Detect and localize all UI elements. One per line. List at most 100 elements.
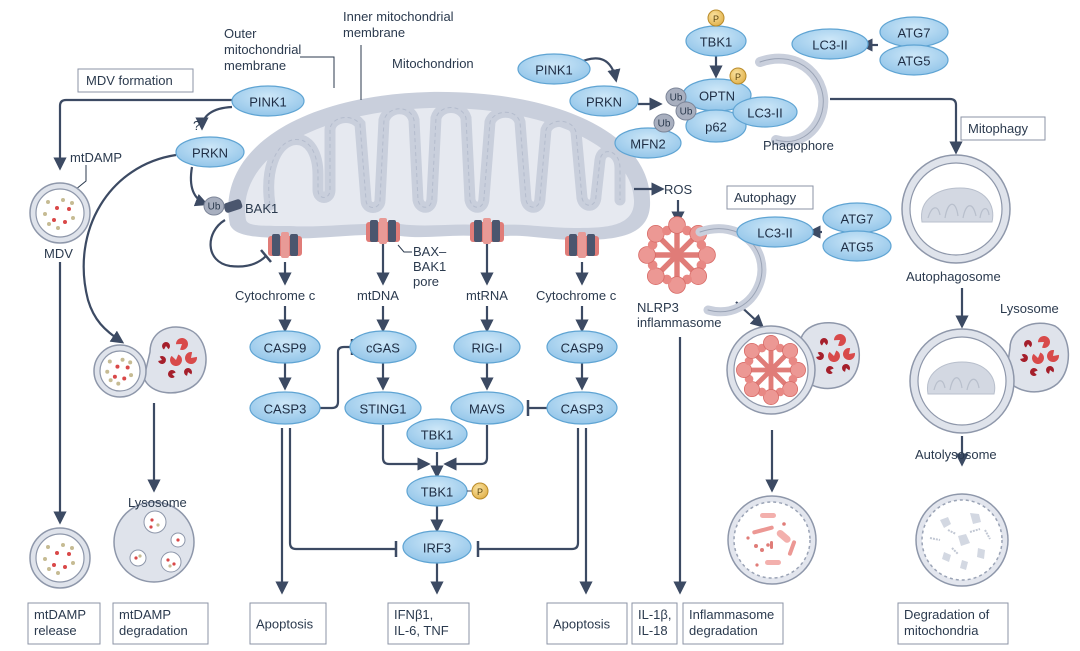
protein-atg5-top: ATG5	[879, 44, 949, 76]
protein-label: CASP3	[264, 402, 307, 417]
protein-pink1-top: PINK1	[517, 53, 591, 85]
autophagosome-label: Autophagosome	[906, 269, 1001, 284]
outcome-box: Apoptosis	[546, 602, 628, 645]
outcome-label: mtDAMP	[34, 607, 86, 622]
outcome-label: degradation	[689, 623, 758, 638]
outcome-box: Apoptosis	[249, 602, 327, 645]
outcome-label: Apoptosis	[553, 617, 611, 632]
arrow-mavs-merge	[443, 425, 489, 471]
protein-label: TBK1	[421, 428, 454, 443]
mtdamp-particles	[43, 543, 75, 575]
protein-label: PINK1	[249, 95, 287, 110]
protein-label: OPTN	[699, 89, 735, 104]
protein-mfn2: MFN2	[614, 127, 682, 159]
degraded-mitochondria	[915, 493, 1009, 587]
lysosomal-enzymes	[816, 334, 855, 374]
autolysosome-label: Autolysosome	[915, 447, 997, 462]
mdv-label: MDV	[44, 246, 73, 261]
protein-label: ATG5	[841, 240, 874, 255]
autophagosome	[901, 154, 1011, 264]
protein-label: STING1	[360, 402, 407, 417]
mdv-lysosome-fusion	[93, 326, 207, 398]
pore-4	[565, 232, 599, 258]
pore-1	[268, 232, 302, 258]
nlrp3-inflammasome-icon	[736, 335, 806, 405]
protein-label: LC3-II	[747, 106, 782, 121]
arrow-phagophore-autophagosome	[830, 97, 963, 155]
protein-tbk1-p: TBK1	[406, 475, 468, 507]
cytochrome-c-left-label: Cytochrome c	[235, 288, 316, 303]
phospho-icon: P	[729, 67, 747, 85]
ros-label: ROS	[664, 182, 693, 197]
protein-casp3-right: CASP3	[546, 391, 618, 425]
cytochrome-c-right-label: Cytochrome c	[536, 288, 617, 303]
protein-label: PINK1	[535, 63, 573, 78]
arrow-prkn-to-ub	[189, 166, 209, 207]
ubiquitin-icon: Ub	[653, 113, 675, 133]
question-mark: ?	[193, 118, 200, 133]
pore-label-2: BAK1	[413, 259, 446, 274]
svg-text:Ub: Ub	[680, 107, 693, 118]
mdv-formation-box: MDV formation	[77, 68, 194, 93]
mdv-vesicle	[29, 182, 91, 244]
protein-lc3-mid: LC3-II	[736, 216, 814, 248]
svg-text:Ub: Ub	[658, 119, 671, 130]
protein-casp3-left: CASP3	[249, 391, 321, 425]
mitochondrion-label: Mitochondrion	[392, 56, 474, 71]
protein-label: MAVS	[469, 402, 505, 417]
bak1-label: BAK1	[245, 201, 278, 216]
mtrna-label: mtRNA	[466, 288, 508, 303]
inhibit-casp3-irf3-left	[288, 428, 396, 551]
outcome-label: IL-6, TNF	[394, 623, 449, 638]
protein-label: ATG7	[841, 212, 874, 227]
inner-membrane-label-1: Inner mitochondrial	[343, 9, 454, 24]
pore-label-3: pore	[413, 274, 439, 289]
inflammasome-autolysosome	[726, 322, 861, 415]
pore-2	[366, 218, 400, 244]
lysosomal-enzymes	[1020, 336, 1060, 376]
lysosome-left	[113, 501, 195, 583]
protein-label: TBK1	[421, 485, 454, 500]
protein-sting1: STING1	[344, 391, 422, 425]
phagophore-label: Phagophore	[763, 138, 834, 153]
protein-rigi: RIG-I	[453, 330, 521, 364]
outcome-label: IL-1β,	[638, 607, 672, 622]
protein-atg7-top: ATG7	[879, 16, 949, 48]
protein-atg5-mid: ATG5	[822, 230, 892, 262]
arrow-pink1-to-mdv	[53, 98, 232, 171]
svg-text:Ub: Ub	[208, 202, 221, 213]
outcome-box: IFNβ1,IL-6, TNF	[387, 602, 470, 645]
outcome-label: mitochondria	[904, 623, 979, 638]
inflammasome-degraded	[727, 495, 817, 585]
inhibit-bar-bak1	[260, 249, 272, 263]
mtdamp-particles	[134, 518, 180, 568]
outcome-label: Inflammasome	[689, 607, 774, 622]
mtdamp-particles	[43, 198, 75, 230]
outcome-label: Apoptosis	[256, 617, 314, 632]
phospho-icon: P	[467, 482, 489, 500]
autophagy-box: Autophagy	[726, 185, 814, 210]
ubiquitin-icon: Ub	[665, 87, 687, 107]
pore-leader	[397, 244, 412, 253]
protein-label: cGAS	[366, 341, 400, 356]
protein-lc3-top-a: LC3-II	[791, 28, 869, 60]
lysosome-left-label: Lysosome	[128, 495, 187, 510]
outcome-label: Degradation of	[904, 607, 990, 622]
outer-membrane-label-3: membrane	[224, 58, 286, 73]
protein-label: MFN2	[630, 137, 665, 152]
svg-text:Ub: Ub	[670, 93, 683, 104]
protein-label: TBK1	[700, 35, 733, 50]
connectors	[53, 38, 969, 595]
svg-text:P: P	[735, 72, 741, 82]
bax-bak1-pores	[223, 199, 599, 258]
ubiquitin-icon: Ub	[675, 101, 697, 121]
protein-tbk1-top: TBK1	[685, 25, 747, 57]
outcome-label: release	[34, 623, 77, 638]
outcome-label: IFNβ1,	[394, 607, 433, 622]
